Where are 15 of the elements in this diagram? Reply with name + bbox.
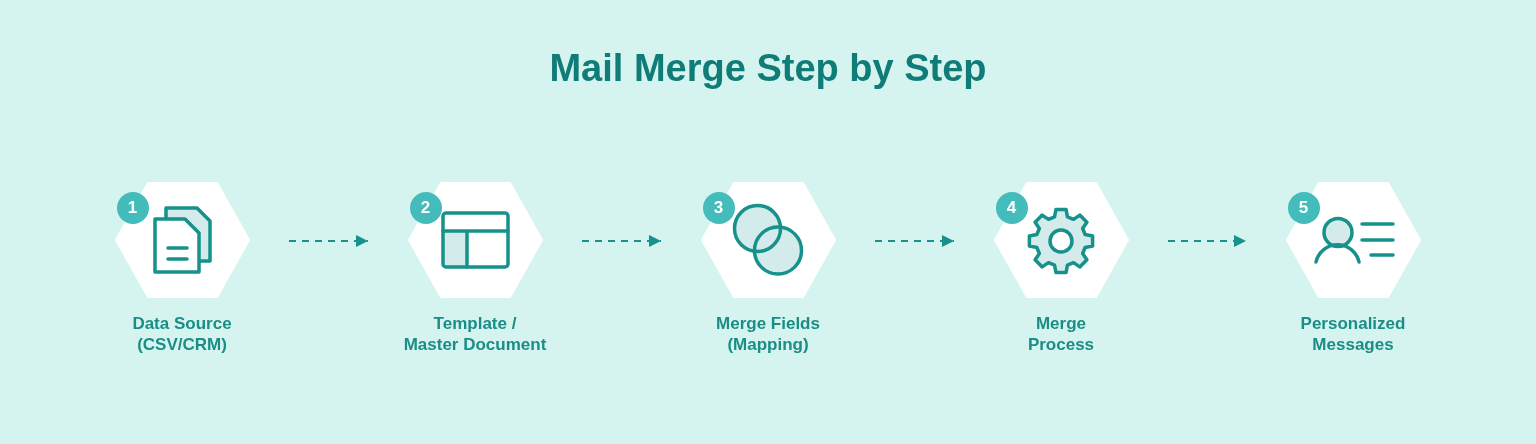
step-label: Template / Master Document xyxy=(402,313,548,355)
dashed-arrow xyxy=(582,235,661,247)
step-number: 5 xyxy=(1287,192,1320,224)
step-number: 3 xyxy=(702,192,735,224)
step-number: 4 xyxy=(995,192,1028,224)
step-label: Data Source (CSV/CRM) xyxy=(131,313,233,355)
dashed-arrow xyxy=(875,235,954,247)
dashed-arrow xyxy=(1168,235,1246,247)
dashed-arrow xyxy=(289,235,368,247)
step-label: Merge Process xyxy=(1026,313,1096,355)
step-label: Merge Fields (Mapping) xyxy=(715,313,821,355)
step-number: 1 xyxy=(116,192,149,224)
diagram-title: Mail Merge Step by Step xyxy=(549,46,987,90)
step-number: 2 xyxy=(409,192,442,224)
step-label: Personalized Messages xyxy=(1299,313,1407,355)
